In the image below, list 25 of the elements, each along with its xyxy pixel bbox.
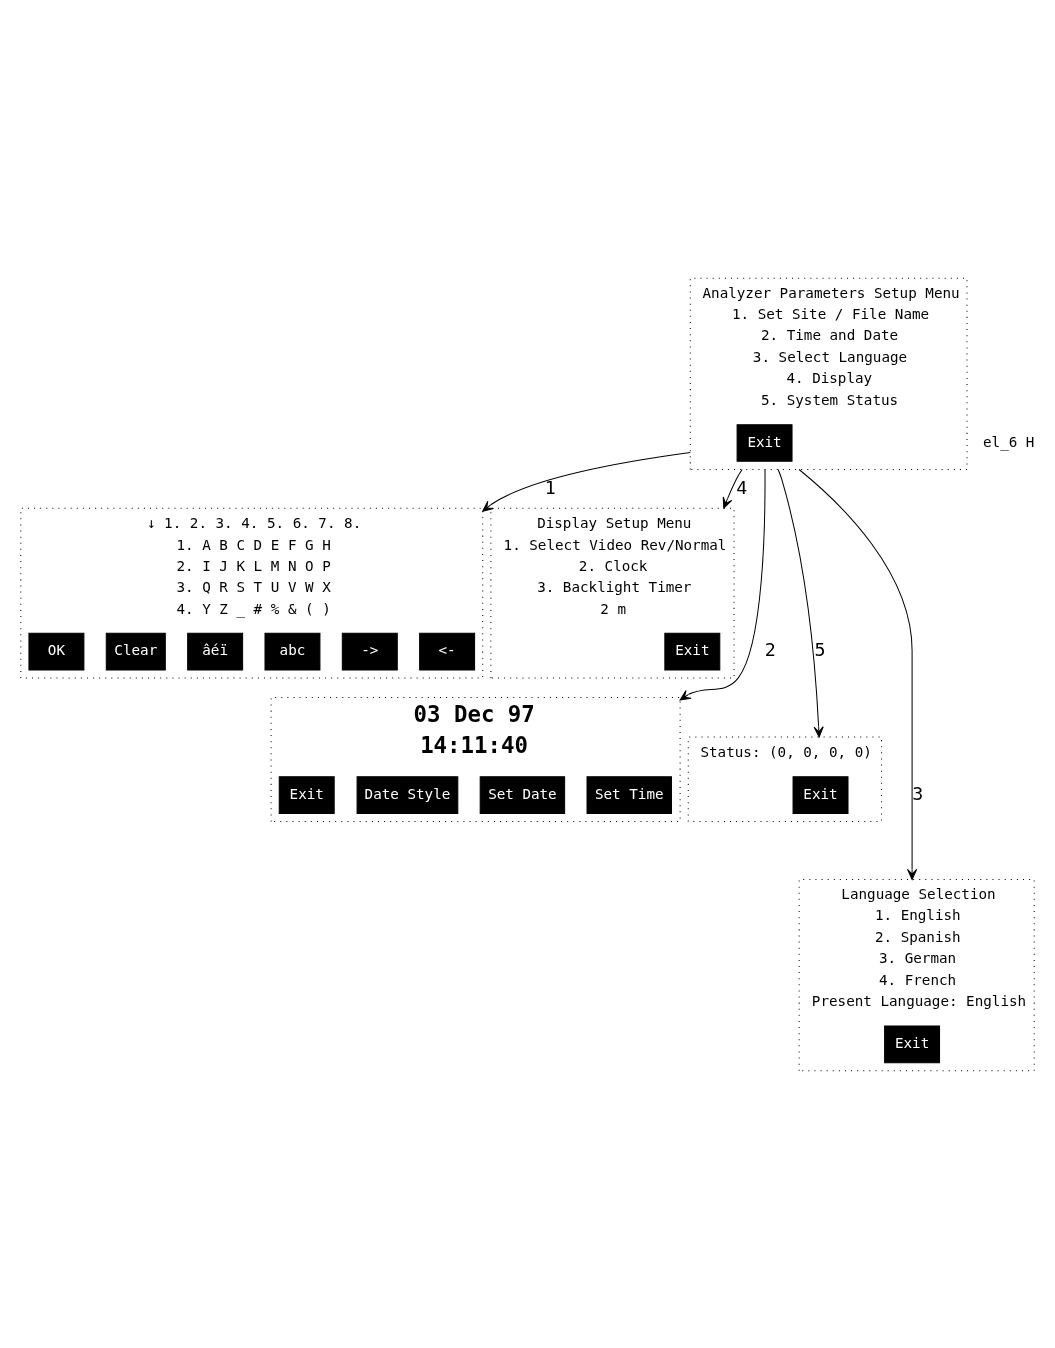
node-box: <- bbox=[419, 632, 476, 670]
edge-label: 1 bbox=[544, 476, 556, 498]
node-box: Clear bbox=[105, 632, 166, 670]
edge-label: 3 bbox=[912, 782, 924, 804]
arrow bbox=[482, 451, 691, 512]
node-box: OK bbox=[28, 632, 85, 670]
node-box: Set Date bbox=[479, 775, 566, 814]
label: el_6 H bbox=[983, 433, 1035, 450]
arrow bbox=[798, 468, 918, 880]
node-box: Exit bbox=[792, 775, 849, 814]
node-box: Exit bbox=[278, 775, 335, 814]
node-box: -> bbox=[341, 632, 398, 670]
arrow bbox=[722, 468, 743, 509]
arrow bbox=[777, 468, 824, 738]
node-box: Exit bbox=[736, 423, 793, 462]
edge-label: 4 bbox=[736, 476, 748, 498]
edge-label: 5 bbox=[814, 638, 826, 660]
node-box: Date Style bbox=[356, 775, 459, 814]
edge-label: 2 bbox=[764, 638, 776, 660]
node-box: âéï bbox=[187, 632, 244, 670]
node-box: Exit bbox=[664, 632, 721, 670]
node-box: Exit bbox=[884, 1025, 941, 1063]
arrow bbox=[679, 468, 766, 701]
node-box: Set Time bbox=[586, 775, 672, 814]
node-box: abc bbox=[264, 632, 321, 670]
